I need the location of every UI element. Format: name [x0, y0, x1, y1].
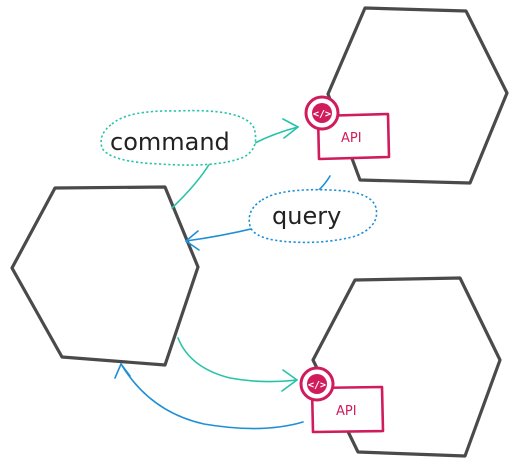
api-endpoint-top: API </>: [304, 95, 391, 161]
api-label-bottom: API: [336, 404, 357, 419]
api-code-icon: </>: [299, 366, 335, 402]
api-code-icon: </>: [304, 95, 340, 131]
service-hexagon-bottom: [311, 276, 502, 458]
service-hexagon-top: [326, 6, 509, 185]
service-hexagon-left: [10, 185, 200, 367]
command-arrow-bottom: [177, 337, 298, 392]
command-label: command: [110, 128, 230, 156]
command-bubble: command: [100, 109, 257, 166]
command-arrow: [171, 118, 299, 209]
svg-text:</>: </>: [308, 380, 326, 391]
query-bubble: query: [248, 188, 378, 244]
api-endpoint-bottom: API </>: [299, 366, 385, 434]
api-label-top: API: [341, 131, 362, 146]
svg-text:</>: </>: [313, 109, 331, 120]
query-arrow-bottom: [114, 363, 304, 430]
query-label: query: [272, 202, 341, 230]
